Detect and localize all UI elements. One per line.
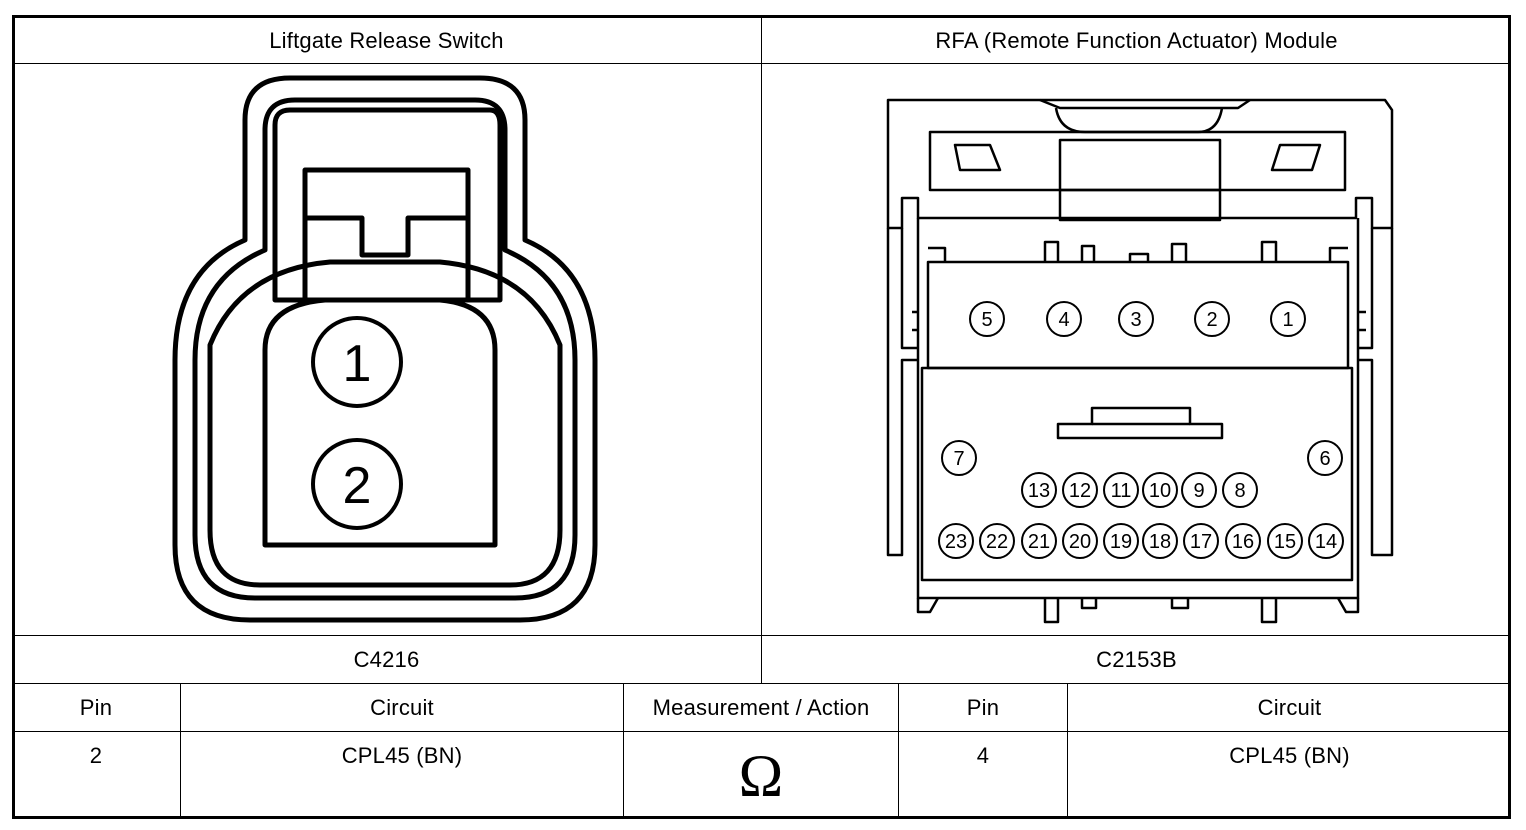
col-divider-3 xyxy=(898,683,899,819)
col-divider-2 xyxy=(623,683,624,819)
right-connector-id: C2153B xyxy=(1096,646,1177,672)
left-title: Liftgate Release Switch xyxy=(269,27,504,53)
rfa-pin-label: 20 xyxy=(1069,531,1091,553)
table-cell-pin-b: 4 xyxy=(976,743,990,768)
rfa-pin-label: 3 xyxy=(1130,309,1141,331)
table-header-circuit: Circuit xyxy=(1257,694,1322,720)
left-connector-id: C4216 xyxy=(353,646,420,672)
right-title: RFA (Remote Function Actuator) Module xyxy=(935,27,1338,53)
rfa-pin-label: 7 xyxy=(953,448,964,470)
rfa-pin-label: 10 xyxy=(1149,480,1171,502)
table-header-pin: Pin xyxy=(79,694,113,720)
left-pin-label: 1 xyxy=(343,335,372,393)
rfa-pin-label: 4 xyxy=(1058,309,1069,331)
table-cell-circuit-a: CPL45 (BN) xyxy=(341,743,463,768)
rfa-module-connector-diagram: 5 4 3 2 1 7 6 13 12 11 10 9 8 23 22 21 2… xyxy=(886,98,1394,624)
table-cell-circuit-b: CPL45 (BN) xyxy=(1229,743,1350,768)
rfa-pin-label: 16 xyxy=(1232,531,1254,553)
table-header-pin: Pin xyxy=(966,694,1000,720)
rfa-pin-label: 17 xyxy=(1190,531,1212,553)
left-pin-label: 2 xyxy=(343,457,372,515)
rfa-pin-label: 9 xyxy=(1193,480,1204,502)
rfa-pin-label: 14 xyxy=(1315,531,1337,553)
rfa-pin-label: 15 xyxy=(1274,531,1296,553)
rfa-pin-label: 23 xyxy=(945,531,967,553)
rfa-pin-label: 22 xyxy=(986,531,1008,553)
col-divider-4 xyxy=(1067,683,1068,819)
table-header-measurement: Measurement / Action xyxy=(652,694,870,720)
table-header-divider xyxy=(12,731,1511,732)
table-header-circuit: Circuit xyxy=(370,694,434,720)
rfa-pin-label: 11 xyxy=(1111,480,1132,502)
rfa-pin-label: 19 xyxy=(1110,531,1132,553)
ohm-measurement-icon: Ω xyxy=(738,743,784,809)
rfa-pin-label: 2 xyxy=(1206,309,1217,331)
rfa-pin-label: 1 xyxy=(1282,309,1293,331)
rfa-pin-label: 13 xyxy=(1028,480,1050,502)
rfa-pin-label: 5 xyxy=(981,309,992,331)
rfa-pin-label: 21 xyxy=(1028,531,1050,553)
rfa-pin-label: 18 xyxy=(1149,531,1171,553)
rfa-pin-label: 12 xyxy=(1069,480,1091,502)
center-divider xyxy=(761,15,762,684)
rfa-pin-label: 8 xyxy=(1234,480,1245,502)
col-divider-1 xyxy=(180,683,181,819)
liftgate-switch-connector-diagram: 1 2 xyxy=(172,75,598,623)
rfa-pin-label: 6 xyxy=(1319,448,1330,470)
table-cell-pin-a: 2 xyxy=(89,743,103,768)
